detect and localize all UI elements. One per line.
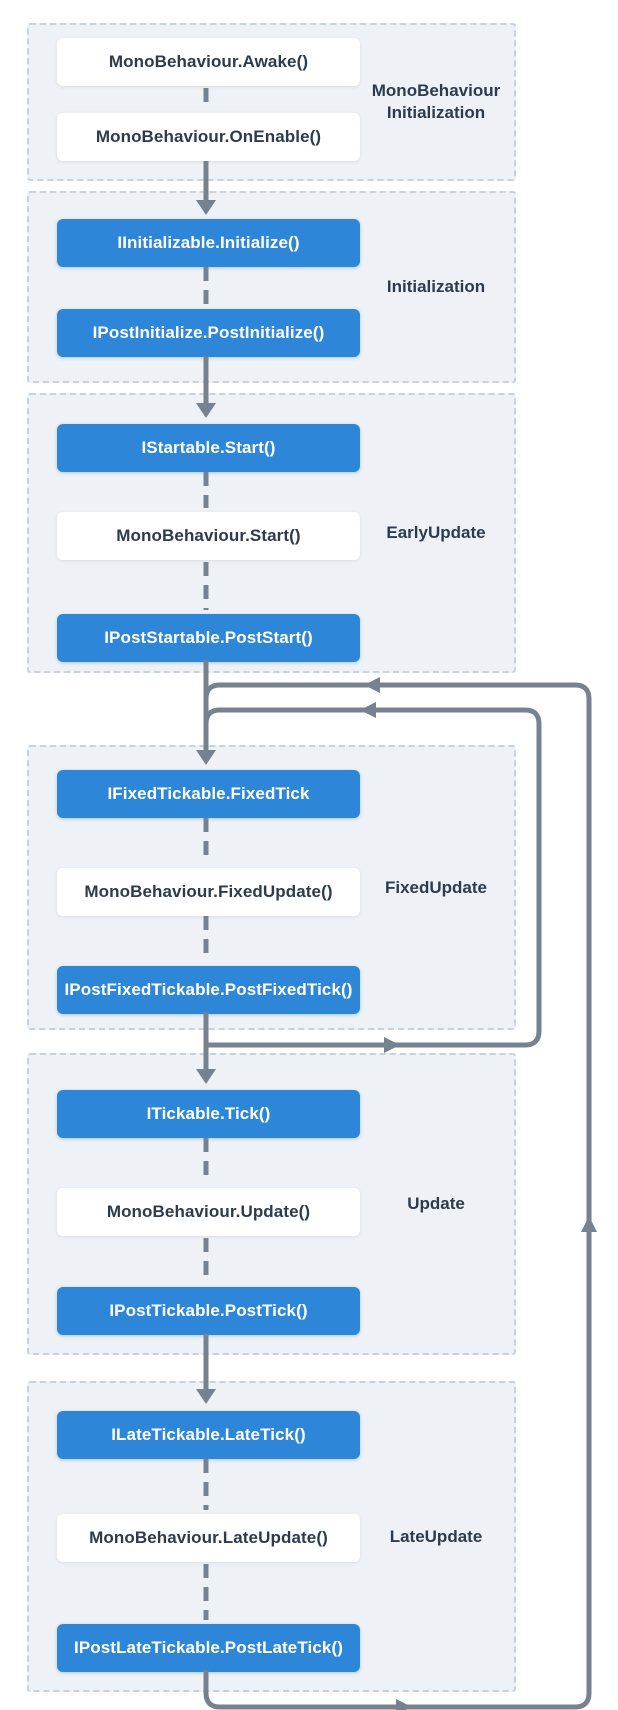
node-monobehaviour-onenable: MonoBehaviour.OnEnable() [57,113,360,161]
node-ilatetickable-latetick: ILateTickable.LateTick() [57,1411,360,1459]
node-itickable-tick: ITickable.Tick() [57,1090,360,1138]
node-ipostfixedtickable-postfixedtick: IPostFixedTickable.PostFixedTick() [57,966,360,1014]
node-monobehaviour-awake: MonoBehaviour.Awake() [57,38,360,86]
section-label-earlyupdate: EarlyUpdate [386,522,486,542]
node-ipoststartable-poststart: IPostStartable.PostStart() [57,614,360,662]
section-fixedupdate: IFixedTickable.FixedTick MonoBehaviour.F… [27,745,516,1030]
section-label-lateupdate: LateUpdate [389,1526,483,1546]
section-monobehaviour-initialization: MonoBehaviour.Awake() MonoBehaviour.OnEn… [27,23,516,181]
section-label-initialization: Initialization [386,276,486,296]
node-ipostlatetickable-postlatetick: IPostLateTickable.PostLateTick() [57,1624,360,1672]
arrow-left-icon [360,702,376,718]
section-initialization: IInitializable.Initialize() IPostInitial… [27,191,516,383]
node-istartable-start: IStartable.Start() [57,424,360,472]
section-update: ITickable.Tick() MonoBehaviour.Update() … [27,1053,516,1355]
section-label-fixedupdate: FixedUpdate [384,877,488,897]
node-monobehaviour-start: MonoBehaviour.Start() [57,512,360,560]
section-earlyupdate: IStartable.Start() MonoBehaviour.Start()… [27,393,516,673]
section-label-monobehaviour-initialization: MonoBehaviour Initialization [371,80,501,122]
section-lateupdate: ILateTickable.LateTick() MonoBehaviour.L… [27,1381,516,1692]
arrow-up-icon [581,1216,597,1232]
node-iinitializable-initialize: IInitializable.Initialize() [57,219,360,267]
arrow-right-icon [396,1699,412,1710]
node-ifixedtickable-fixedtick: IFixedTickable.FixedTick [57,770,360,818]
node-monobehaviour-lateupdate: MonoBehaviour.LateUpdate() [57,1514,360,1562]
section-label-update: Update [407,1193,465,1213]
arrow-left-icon [364,677,380,693]
arrow-right-icon [384,1037,400,1053]
node-ipostinitialize-postinitialize: IPostInitialize.PostInitialize() [57,309,360,357]
node-monobehaviour-update: MonoBehaviour.Update() [57,1188,360,1236]
node-iposttickable-posttick: IPostTickable.PostTick() [57,1287,360,1335]
node-monobehaviour-fixedupdate: MonoBehaviour.FixedUpdate() [57,868,360,916]
